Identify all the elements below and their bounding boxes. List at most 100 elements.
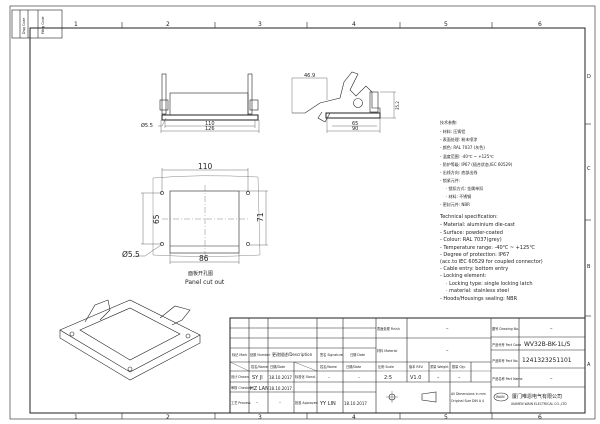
- process-name: –: [256, 400, 258, 405]
- zone-col-5: 5: [444, 21, 448, 28]
- drawn-label: 设计 Drawn: [231, 374, 249, 379]
- dims-note: All Dimensions in mm: [451, 392, 486, 396]
- spec-cn-item: - 材料: 压铸铝: [440, 128, 465, 134]
- weight-value: –: [437, 375, 440, 381]
- part-code-label: 产品代号 Part Code: [492, 342, 521, 347]
- dim-front-outer-width: 126: [205, 126, 215, 132]
- checked-label: 审核 Checked: [231, 385, 252, 390]
- qty-value: –: [458, 375, 461, 381]
- date-header: 日期 Date: [350, 352, 365, 357]
- spec-cn-item: - 表面处理: 粉末喷涂: [440, 136, 477, 142]
- material-label: 材料 Material: [377, 348, 397, 353]
- specs-cn-heading: 技术参数:: [440, 119, 457, 125]
- specs-en-heading: Technical specification:: [439, 214, 498, 220]
- spec-en-item: - Colour: RAL 7037(grey): [440, 237, 502, 243]
- approved-label: 批准 Approved: [295, 400, 318, 405]
- dim-side-inner-depth: 65: [352, 121, 358, 127]
- company-logo: WAIN: [493, 392, 509, 402]
- front-view: 110 126 Ø5.5: [141, 73, 260, 133]
- spec-en-item: - Locking element:: [440, 273, 487, 279]
- stand-name: –: [328, 375, 330, 380]
- spec-cn-item: - 温度范围: -40℃ ~ +125℃: [440, 153, 494, 159]
- dim-cutout-hole-spacing-y: 65: [152, 214, 161, 224]
- finish-label: 表面处理 Finish: [377, 326, 400, 331]
- process-date: –: [279, 400, 281, 405]
- dim-side-outer-depth: 90: [352, 126, 358, 132]
- mark-header: 标记 Mark: [232, 352, 247, 357]
- dim-cutout-hole-spacing-x: 110: [198, 162, 213, 171]
- spec-cn-item: · 材料: 不锈钢: [446, 193, 471, 199]
- date-header: 日期/Date: [270, 364, 285, 369]
- spec-en-item: - Degree of protection: IP67: [440, 252, 509, 258]
- scale-value: 2:5: [384, 375, 392, 381]
- checked-date: 18.10.2017: [269, 386, 292, 391]
- approved-name: YY LIN: [319, 401, 336, 407]
- weight-label: 重量 Weight: [430, 364, 449, 369]
- spec-en-item: · material: stainless steel: [446, 288, 509, 294]
- qty-label: 数量 Qty.: [452, 364, 466, 369]
- spec-cn-item: - 密封元件: NBR: [440, 201, 470, 207]
- zone-row-d: D: [587, 74, 591, 80]
- zone-col-4: 4: [352, 21, 356, 28]
- title-block: 标记 Mark 处数 Number 更改描述/Description 签名 Si…: [229, 317, 586, 414]
- panel-cutout-view: 110 65 71 86 Ø5.5 面板开孔图 Panel cut out: [122, 162, 268, 286]
- part-name-value: –: [550, 376, 553, 382]
- spec-cn-item: · 锁扣方式: 金属单扣: [446, 185, 483, 191]
- dim-side-latch-reach: 46.9: [304, 73, 315, 79]
- isometric-view: [59, 299, 201, 381]
- part-no-label: 产品料号 Part No.: [492, 358, 518, 363]
- drawing-no-label: 图号 Drawing No.: [492, 326, 519, 331]
- date-header: 日期/Date: [346, 364, 361, 369]
- spec-en-item: - Hoods/Housings sealing: NBR: [440, 296, 518, 302]
- dwg-code-label: Dwg Code: [22, 18, 26, 34]
- rev-value: V1.0: [410, 375, 421, 381]
- spec-en-item: (acc.to IEC 60529 for coupled connector): [440, 259, 543, 265]
- zone-col-4-bottom: 4: [352, 414, 356, 421]
- spec-en-item: - Material: aluminium die-cast: [440, 222, 515, 228]
- part-name-label: 产品名称 Part Name: [492, 376, 523, 381]
- specs-chinese: 技术参数: - 材料: 压铸铝 - 表面处理: 粉末喷涂 - 颜色: RAL 7…: [440, 119, 513, 207]
- spec-cn-item: - 锁紧元件:: [440, 177, 460, 183]
- dim-front-hole: Ø5.5: [141, 122, 153, 129]
- part-no-value: 1241323251101: [522, 357, 572, 364]
- name-header: 姓名/Name: [251, 364, 268, 369]
- spec-cn-item: - 防护等级: IP67 (插合状态,IEC 60529): [440, 161, 513, 167]
- zone-col-1-bottom: 1: [74, 414, 78, 421]
- outer-border: [9, 5, 596, 420]
- stand-date: –: [358, 375, 360, 380]
- zone-row-c: C: [587, 166, 591, 172]
- cutout-title-en: Panel cut out: [185, 279, 225, 286]
- spec-en-item: · Locking type: single locking latch: [446, 281, 532, 287]
- spec-cn-item: - 颜色: RAL 7037 (灰色): [440, 144, 485, 150]
- spec-en-item: - Temperature range: -40℃ ~ +125℃: [440, 245, 535, 251]
- zone-col-5-bottom: 5: [444, 414, 448, 421]
- scale-label: 比例 Scale: [378, 364, 394, 369]
- approved-date: 18.10.2017: [344, 401, 367, 406]
- zone-col-2: 2: [166, 21, 170, 28]
- filing-code-label: Filing Code: [41, 16, 45, 34]
- drawn-date: 18.10.2017: [269, 375, 292, 380]
- spec-en-item: - Surface: powder-coated: [440, 230, 503, 236]
- zone-row-b: B: [587, 264, 591, 270]
- projection-symbol-icon: [386, 391, 437, 403]
- zone-col-6-bottom: 6: [538, 414, 542, 421]
- zone-row-a: A: [587, 362, 591, 368]
- finish-value: –: [446, 326, 449, 332]
- spec-cn-item: - 出线方向: 底部出线: [440, 169, 477, 175]
- specs-english: Technical specification: - Material: alu…: [439, 214, 543, 302]
- zone-col-6: 6: [538, 21, 542, 28]
- company-name-cn: 厦门唯恩电气有限公司: [512, 393, 562, 400]
- signature-header: 签名 Signature: [320, 352, 343, 357]
- drawn-name: SY JI: [252, 375, 263, 381]
- side-view: 46.9 35.2 65 90: [291, 71, 400, 133]
- rev-label: 版本 REV.: [409, 364, 424, 369]
- checked-name: HZ LAN: [250, 386, 269, 392]
- description-header: 更改描述/Description: [272, 351, 313, 357]
- drawing-no-value: –: [550, 326, 553, 332]
- zone-col-3-bottom: 3: [258, 414, 262, 421]
- zone-col-3: 3: [258, 21, 262, 28]
- binding-strip: Dwg Code Filing Code: [11, 9, 63, 39]
- company-name-en: XIAMEN WAIN ELECTRICAL CO.,LTD: [511, 402, 567, 406]
- zone-col-1: 1: [74, 21, 78, 28]
